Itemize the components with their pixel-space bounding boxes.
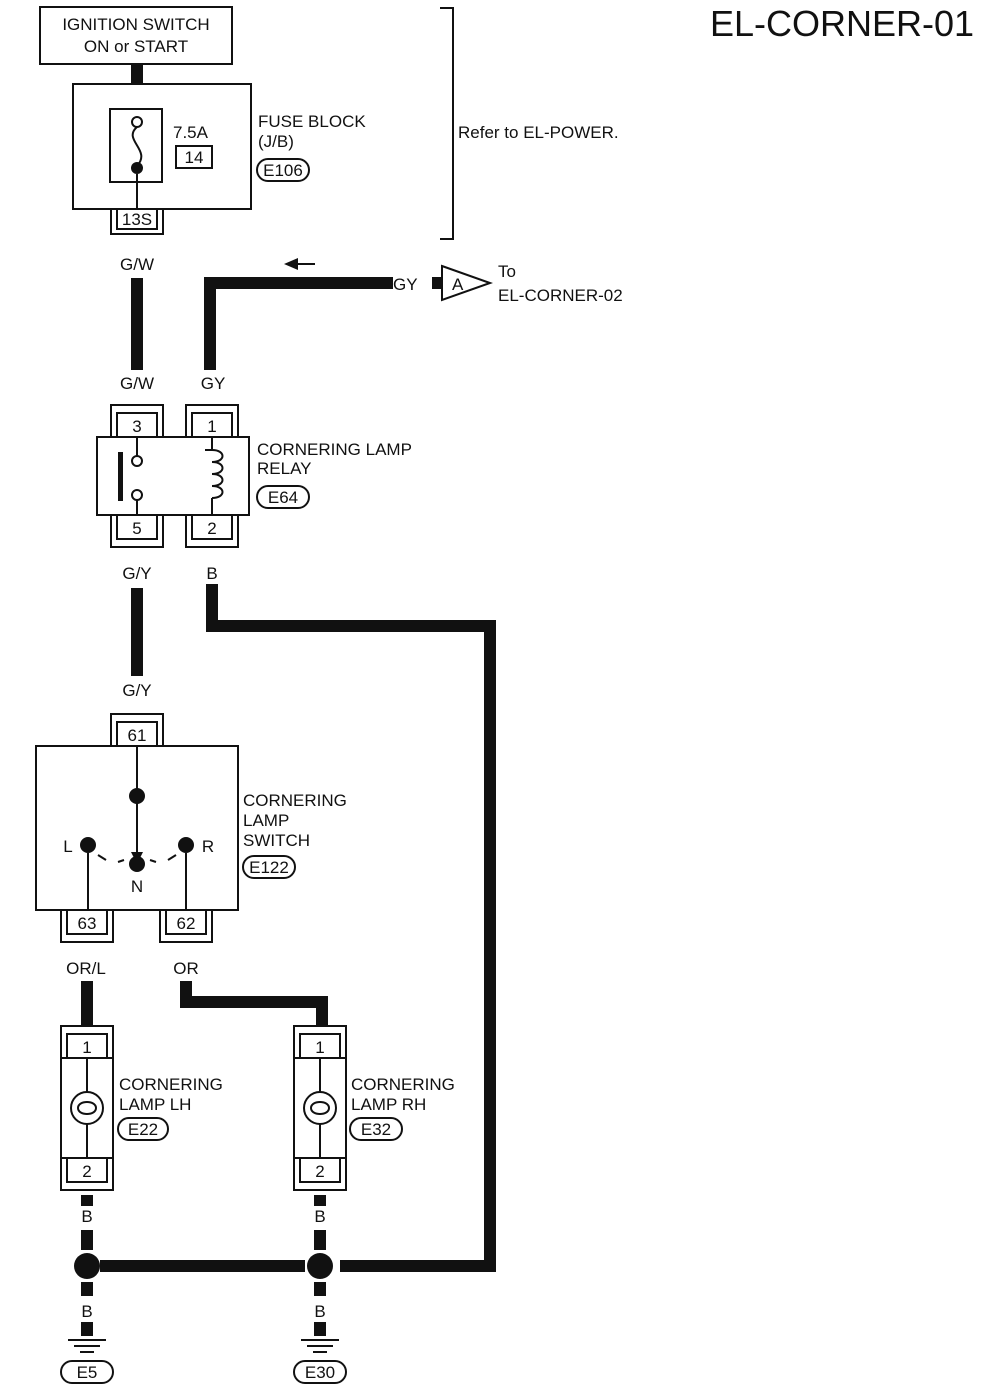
switch-left-contact xyxy=(80,837,96,853)
relay-pin-1: 1 xyxy=(207,417,216,436)
fuse-block-label-2: (J/B) xyxy=(258,132,294,151)
lamp-rh-label-2: LAMP RH xyxy=(351,1095,426,1114)
bulb-icon xyxy=(70,1091,104,1125)
switch-label-3: SWITCH xyxy=(243,831,310,850)
wire-label-b-relay-out: B xyxy=(206,564,217,583)
ground-right-connector: E30 xyxy=(305,1363,335,1382)
refer-bracket: Refer to EL-POWER. xyxy=(440,7,619,240)
fuse-block-connector: E106 xyxy=(263,161,303,180)
lamp-lh-label-1: CORNERING xyxy=(119,1075,223,1094)
relay-connector: E64 xyxy=(268,488,298,507)
switch-pin-62: 62 xyxy=(177,914,196,933)
bulb-icon xyxy=(303,1091,337,1125)
cornering-lamp-switch: 61 L R N 63 62 CORNERING LAMP SWITCH E12… xyxy=(35,713,347,943)
wire-label-b-lh: B xyxy=(81,1207,92,1226)
cornering-lamp-rh: 1 2 CORNERING LAMP RH E32 xyxy=(293,1025,455,1191)
wire-label-orl: OR/L xyxy=(66,959,106,978)
wire-label-b-rh: B xyxy=(314,1207,325,1226)
fuse-number: 14 xyxy=(185,148,204,167)
relay-contact-icon xyxy=(118,452,123,501)
cornering-lamp-relay: 3 1 5 2 CORNERING LAMP RELAY E64 xyxy=(96,404,412,548)
ground-left-connector: E5 xyxy=(77,1363,98,1382)
fuse-rating: 7.5A xyxy=(173,123,209,142)
switch-pos-n: N xyxy=(131,877,143,896)
wire-label-gw-relay: G/W xyxy=(120,374,154,393)
wires xyxy=(81,64,496,1336)
switch-pos-r: R xyxy=(202,837,214,856)
splice-lh xyxy=(74,1253,100,1279)
switch-connector: E122 xyxy=(249,858,289,877)
splice-rh xyxy=(307,1253,333,1279)
fuse-block-label-1: FUSE BLOCK xyxy=(258,112,366,131)
connector-a-icon xyxy=(441,264,493,302)
refer-note: Refer to EL-POWER. xyxy=(458,123,619,142)
switch-label-2: LAMP xyxy=(243,811,289,830)
lamp-rh-connector: E32 xyxy=(361,1120,391,1139)
wire-label-or: OR xyxy=(173,959,199,978)
switch-label-1: CORNERING xyxy=(243,791,347,810)
lamp-lh-pin-2: 2 xyxy=(82,1162,91,1181)
switch-neutral-contact xyxy=(129,856,145,872)
switch-pin-61: 61 xyxy=(128,726,147,745)
wire-label-gy-out: GY xyxy=(393,275,418,294)
fuse-terminal: 13S xyxy=(122,210,152,229)
to-note-1: To xyxy=(498,262,516,281)
relay-pin-5: 5 xyxy=(132,519,141,538)
diagram-title: EL-CORNER-01 xyxy=(710,3,974,44)
relay-label-2: RELAY xyxy=(257,459,312,478)
wire-gy xyxy=(204,277,393,370)
wire-b-relay-ground xyxy=(206,584,496,1272)
ignition-switch: IGNITION SWITCH ON or START xyxy=(39,6,233,65)
connector-a-letter: A xyxy=(452,275,464,294)
lamp-lh-connector: E22 xyxy=(128,1120,158,1139)
lamp-rh-pin-2: 2 xyxy=(315,1162,324,1181)
cornering-lamp-lh: 1 2 CORNERING LAMP LH E22 xyxy=(60,1025,223,1191)
lamp-lh-label-2: LAMP LH xyxy=(119,1095,191,1114)
to-el-corner-02: GY A To EL-CORNER-02 xyxy=(284,258,623,305)
wire-label-gy-switch-in: G/Y xyxy=(122,681,151,700)
wire-label-gw-top: G/W xyxy=(120,255,154,274)
lamp-rh-label-1: CORNERING xyxy=(351,1075,455,1094)
wire-or xyxy=(180,981,328,1026)
wire-label-gy-relay: GY xyxy=(201,374,226,393)
to-note-2: EL-CORNER-02 xyxy=(498,286,623,305)
arrow-left-icon xyxy=(284,258,298,270)
lamp-rh-pin-1: 1 xyxy=(315,1038,324,1057)
relay-pin-3: 3 xyxy=(132,417,141,436)
ignition-label-1: IGNITION SWITCH xyxy=(62,15,209,34)
switch-right-contact xyxy=(178,837,194,853)
relay-label-1: CORNERING LAMP xyxy=(257,440,412,459)
relay-coil-icon xyxy=(211,449,224,499)
fuse-icon xyxy=(131,126,143,167)
switch-pin-63: 63 xyxy=(78,914,97,933)
wire-label-gy-relay-out: G/Y xyxy=(122,564,151,583)
relay-pin-2: 2 xyxy=(207,519,216,538)
wire-label-b-gnd-lh: B xyxy=(81,1302,92,1321)
ground-left: E5 xyxy=(60,1339,114,1384)
ignition-label-2: ON or START xyxy=(84,37,188,56)
switch-pos-l: L xyxy=(63,837,72,856)
lamp-lh-pin-1: 1 xyxy=(82,1038,91,1057)
fuse-block: 7.5A 14 FUSE BLOCK (J/B) E106 13S xyxy=(72,83,366,235)
wire-label-b-gnd-rh: B xyxy=(314,1302,325,1321)
ground-right: E30 xyxy=(293,1339,347,1384)
